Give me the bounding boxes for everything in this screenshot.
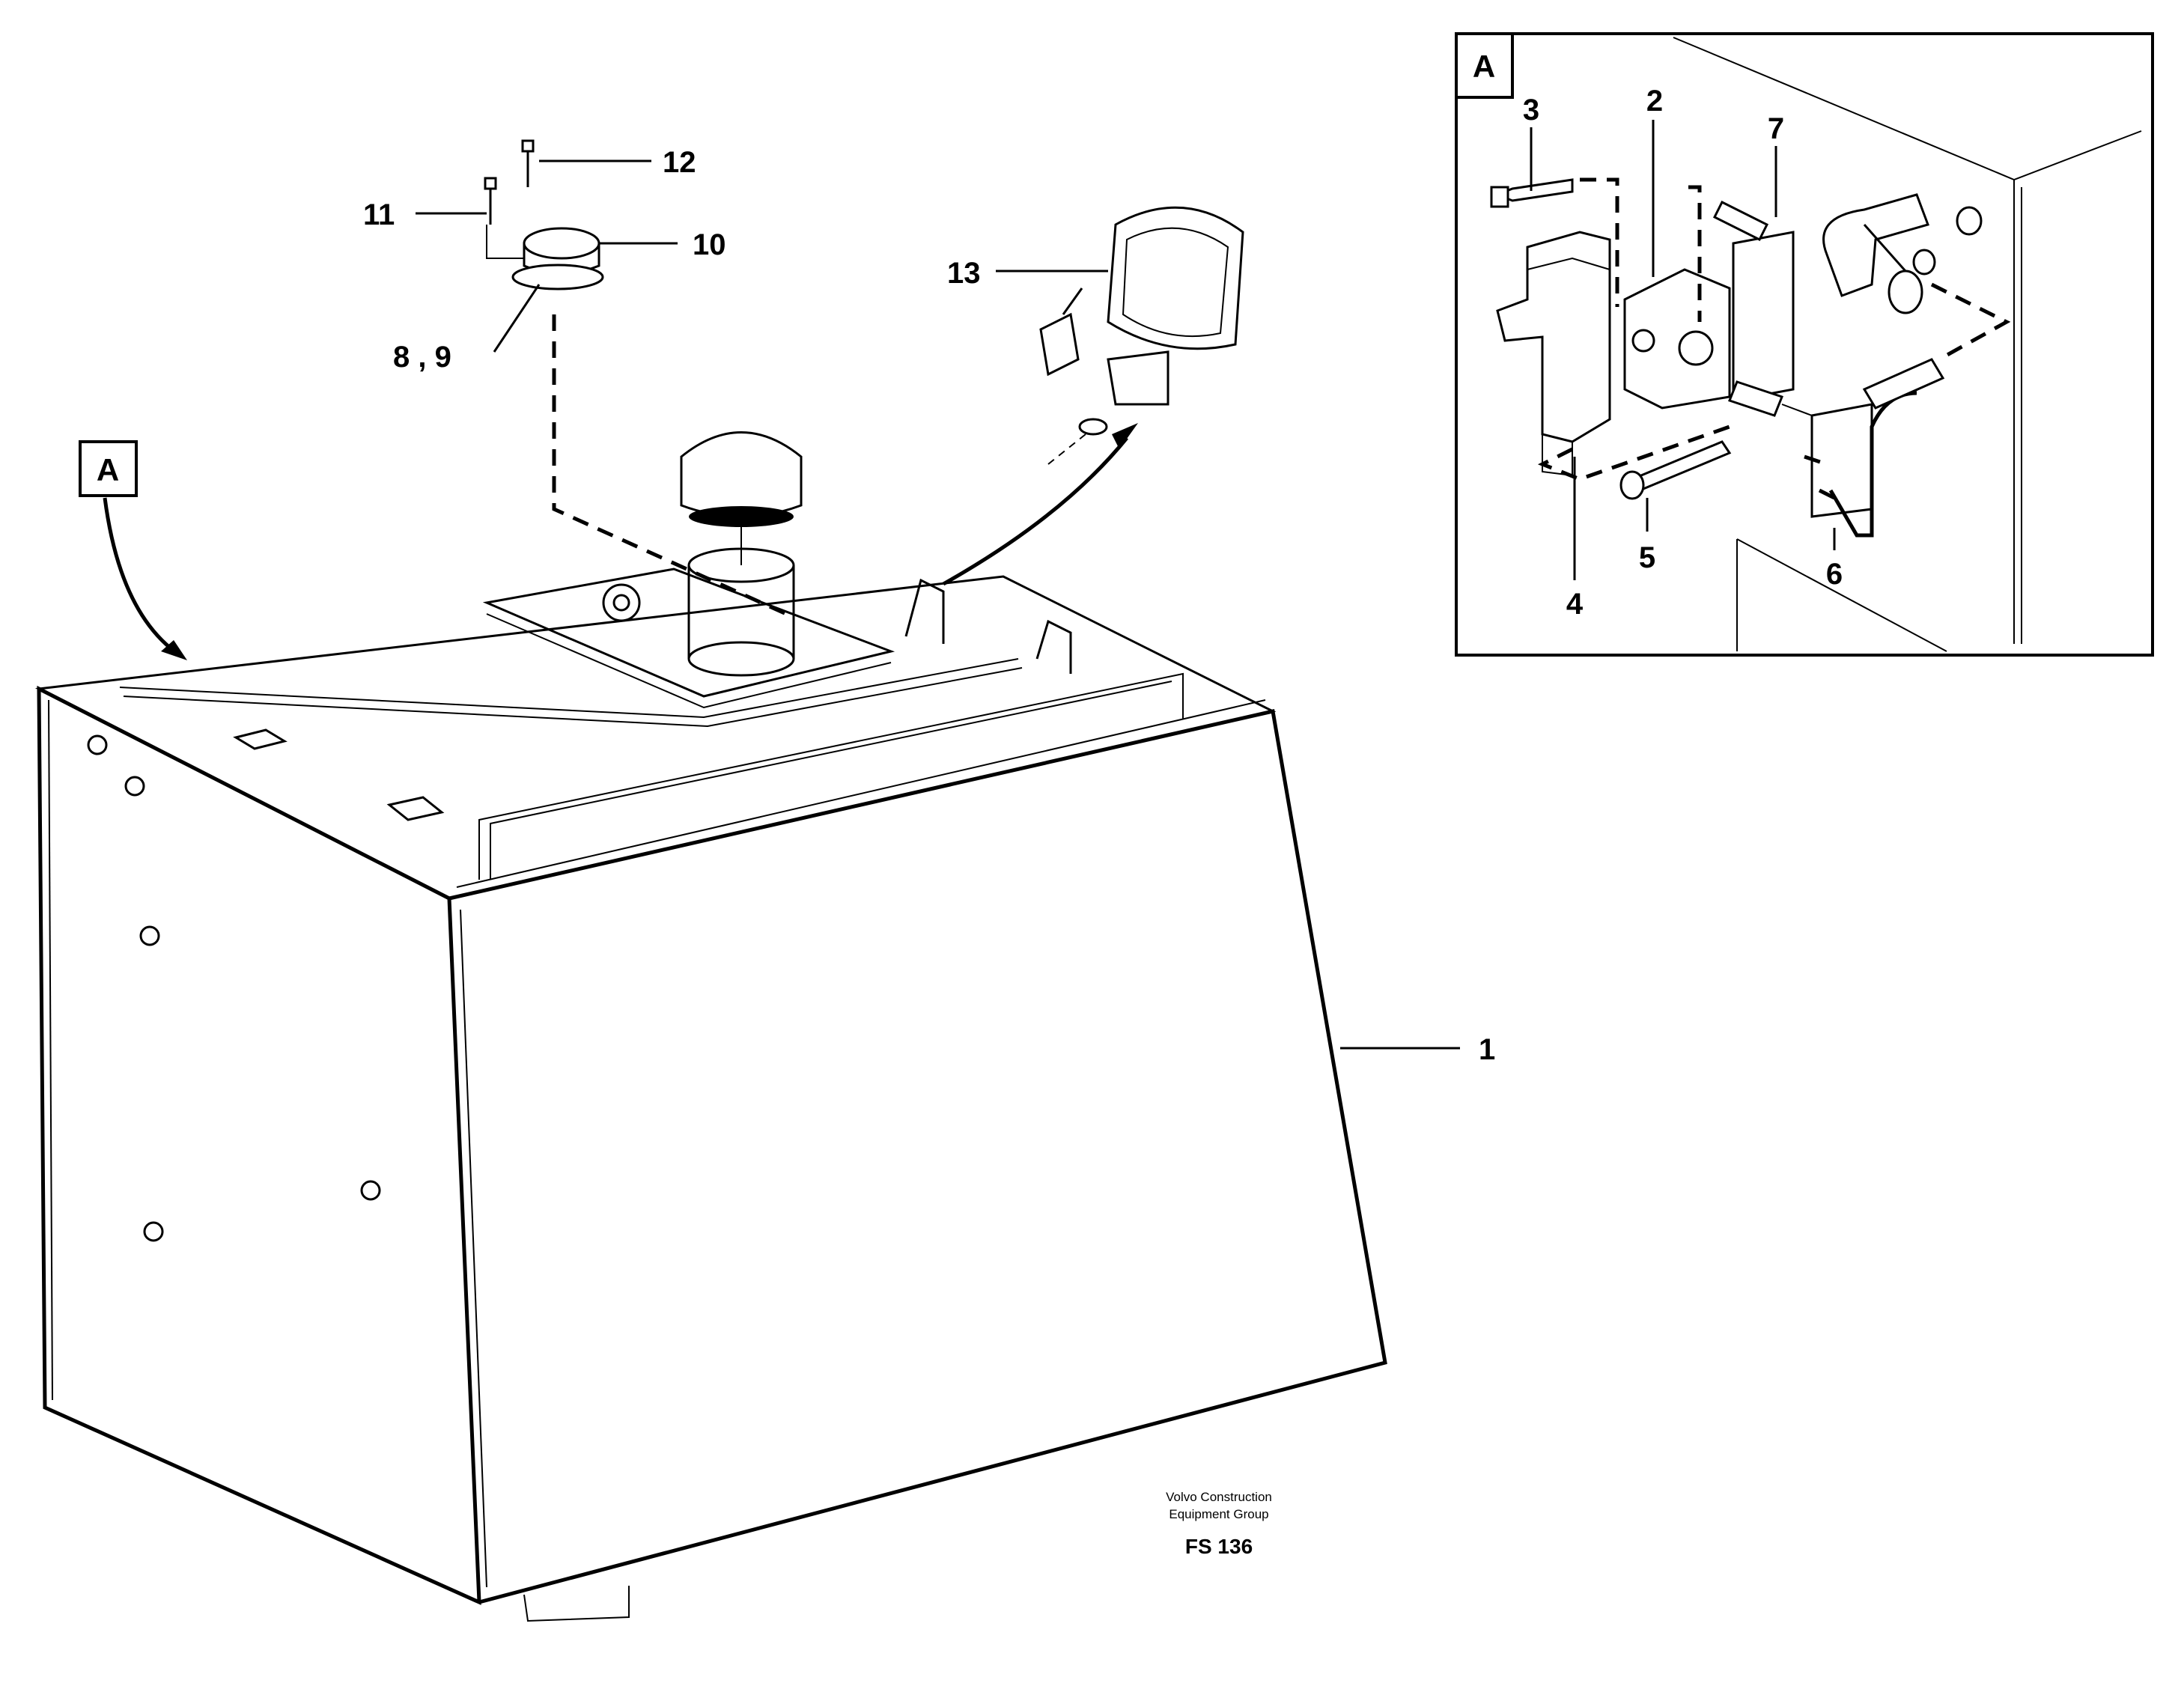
callout-12: 12: [663, 146, 696, 179]
detail-callout-2: 2: [1646, 85, 1663, 118]
callout-10: 10: [693, 228, 726, 261]
leader-lines: [416, 159, 1460, 1050]
callout-1: 1: [1479, 1033, 1495, 1066]
detail-callout-3: 3: [1523, 94, 1539, 127]
breather-cap: [680, 431, 803, 527]
view-marker-label: A: [97, 452, 119, 487]
caption-line-1: Volvo Construction: [1166, 1490, 1272, 1504]
filler-neck: [687, 524, 795, 677]
lamp-mount-arrow: [942, 436, 1128, 586]
callout-13: 13: [947, 257, 981, 290]
caption-line-2: Equipment Group: [1169, 1507, 1268, 1521]
detail-callout-5: 5: [1639, 541, 1655, 574]
lamp-mount-arrowhead: [1112, 423, 1138, 449]
figure-code: FS 136: [1185, 1535, 1253, 1558]
view-marker-box: [79, 440, 138, 497]
level-sender: [602, 583, 641, 622]
hydraulic-tank: [34, 567, 1387, 1622]
detail-callout-6: 6: [1826, 558, 1843, 591]
sensor-assembly: [484, 139, 788, 616]
callout-8-9: 8 , 9: [393, 341, 451, 374]
callout-11: 11: [363, 198, 395, 231]
view-marker-arrow: [103, 497, 181, 657]
detail-view-a: A: [1455, 32, 2154, 657]
detail-callout-4: 4: [1566, 588, 1584, 621]
detail-view-title: A: [1473, 49, 1495, 84]
detail-view-title-box: [1455, 32, 1514, 99]
work-lamp: [1039, 206, 1244, 465]
detail-callout-7: 7: [1768, 112, 1784, 145]
view-marker-arrowhead: [161, 640, 187, 660]
